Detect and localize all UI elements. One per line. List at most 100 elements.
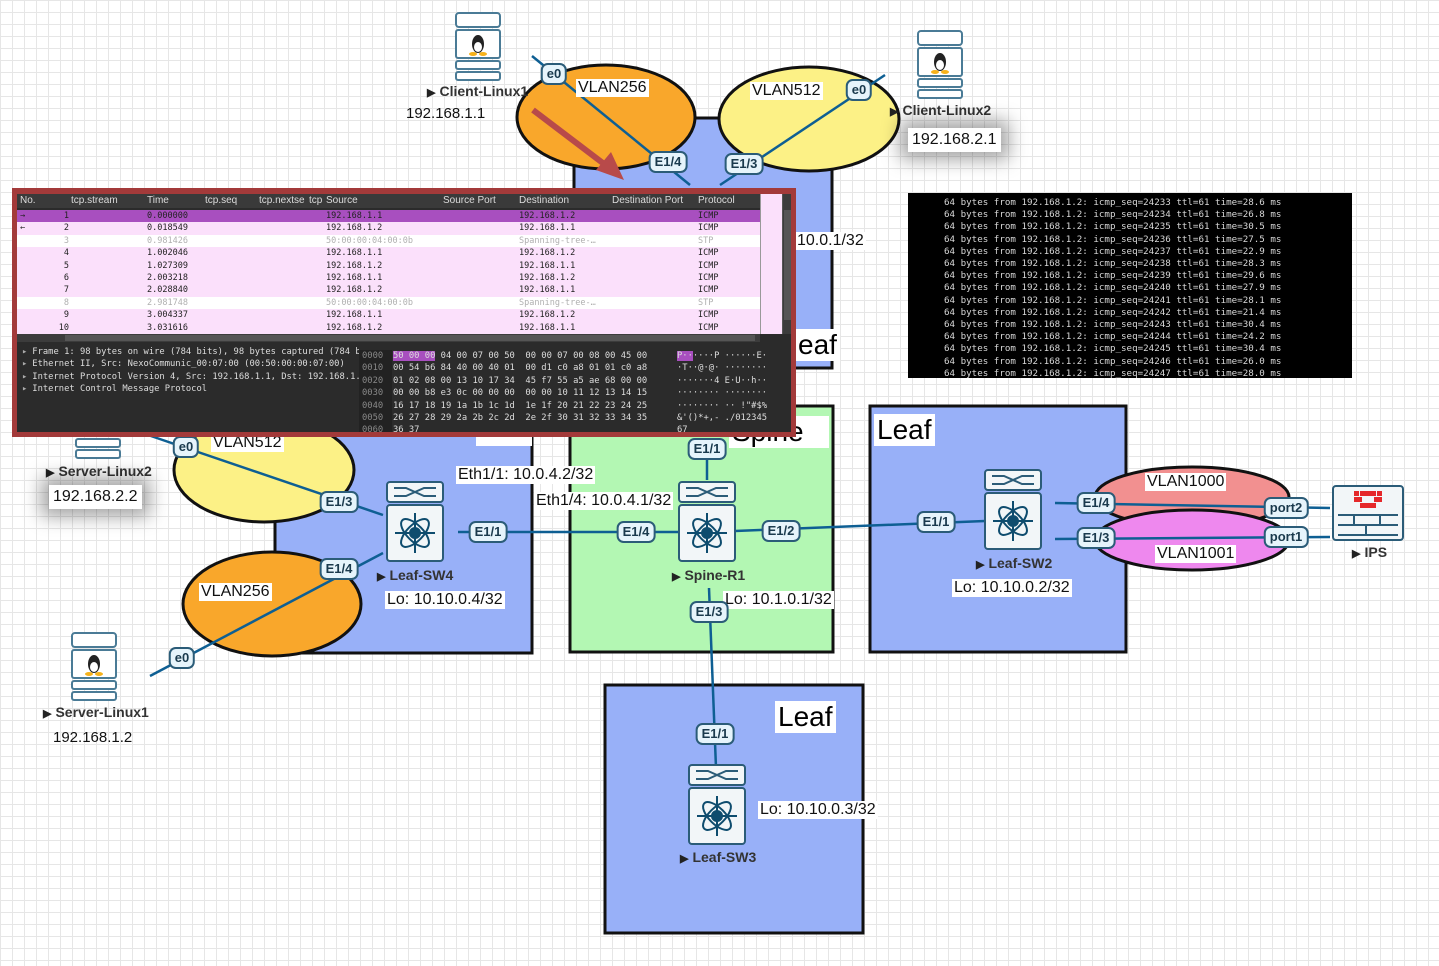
hex-bytes[interactable]: 36 37	[393, 425, 420, 432]
hex-ascii[interactable]: 67	[677, 425, 688, 432]
server-linux2-node[interactable]	[75, 438, 121, 467]
port-spine-e1-2[interactable]: E1/2	[761, 520, 801, 542]
port-leaf1-e1-4[interactable]: E1/4	[648, 151, 688, 173]
expand-arrow-icon[interactable]: ▸	[22, 384, 28, 395]
server-linux1-name[interactable]: ▶Server-Linux1	[43, 704, 149, 720]
col-tcp[interactable]: tcp	[309, 195, 323, 206]
expand-arrow-icon[interactable]: ▸	[22, 347, 28, 357]
port-server1-e0[interactable]: e0	[168, 647, 196, 669]
wireshark-capture-window[interactable]: No. tcp.stream Time tcp.seq tcp.nextse t…	[12, 188, 796, 437]
detail-tree-item[interactable]: ▸Internet Protocol Version 4, Src: 192.1…	[17, 371, 359, 383]
ips-node[interactable]	[1332, 485, 1404, 541]
leaf-sw4-node[interactable]	[386, 481, 444, 563]
hscroll-thumb[interactable]	[65, 335, 755, 341]
expand-arrow-icon[interactable]: ▸	[22, 359, 28, 370]
vlan256-left-zone[interactable]	[181, 550, 363, 658]
packet-list-hscroll[interactable]	[17, 334, 760, 342]
port-leafsw2-e1-4[interactable]: E1/4	[1076, 492, 1116, 514]
detail-tree-item[interactable]: ▸ Ethernet II, Src: NexoCommunic_00:07:00…	[17, 358, 359, 370]
port-leafsw4-e1-1[interactable]: E1/1	[468, 521, 508, 543]
play-icon: ▶	[976, 559, 985, 571]
col-tcp-nextseq[interactable]: tcp.nextse	[259, 195, 305, 206]
ping-terminal[interactable]: 64 bytes from 192.168.1.2: icmp_seq=2423…	[908, 193, 1352, 378]
packet-destination: 192.168.1.2	[519, 211, 576, 221]
hex-ascii[interactable]: ·······4 E·U··h··	[677, 375, 768, 386]
scroll-thumb[interactable]	[784, 210, 791, 320]
packet-source: 50:00:00:04:00:0b	[326, 297, 413, 308]
port-client2-e0[interactable]: e0	[845, 79, 873, 101]
hex-ascii[interactable]: &'()*+,- ./012345	[677, 413, 768, 423]
client-linux2-node[interactable]	[917, 30, 963, 105]
packet-list-vscroll[interactable]	[782, 194, 791, 334]
spine-r1-node[interactable]	[678, 481, 736, 563]
spine-r1-name[interactable]: ▶Spine-R1	[672, 567, 746, 583]
port-leafsw4-e1-3[interactable]: E1/3	[319, 491, 359, 513]
packet-details-pane[interactable]: ▸Frame 1: 98 bytes on wire (784 bits), 9…	[17, 346, 359, 432]
col-tcp-seq[interactable]: tcp.seq	[205, 195, 238, 206]
packet-source: 192.168.1.2	[326, 223, 383, 234]
port-ips-port1[interactable]: port1	[1263, 526, 1309, 548]
col-time[interactable]: Time	[147, 195, 169, 206]
port-leafsw2-e1-1[interactable]: E1/1	[916, 511, 956, 533]
port-leafsw3-e1-1[interactable]: E1/1	[695, 723, 735, 745]
client-linux2-name[interactable]: ▶Client-Linux2	[890, 102, 992, 118]
packet-protocol: ICMP	[698, 260, 719, 271]
hex-bytes[interactable]: 00 00 b8 e3 0c 00 00 00 00 00 10 11 12 1…	[393, 388, 648, 399]
col-destination[interactable]: Destination	[519, 195, 570, 206]
packet-destination: 192.168.1.2	[519, 273, 576, 283]
port-client1-e0[interactable]: e0	[540, 63, 568, 85]
detail-tree-item[interactable]: ▸Frame 1: 98 bytes on wire (784 bits), 9…	[17, 346, 359, 358]
client-linux1-name[interactable]: ▶Client-Linux1	[427, 83, 529, 99]
port-spine-e1-4[interactable]: E1/4	[616, 521, 656, 543]
hex-ascii[interactable]: ·T··@·@· ········	[677, 363, 768, 374]
packet-minimap[interactable]	[760, 194, 783, 334]
port-spine-e1-3[interactable]: E1/3	[689, 601, 729, 623]
detail-tree-item[interactable]: ▸Internet Control Message Protocol	[17, 383, 359, 395]
hex-bytes[interactable]: 00 54 b6 84 40 00 40 01 00 d1 c0 a8 01 0…	[393, 363, 648, 374]
col-protocol[interactable]: Protocol	[698, 195, 735, 206]
client-linux1-node[interactable]	[455, 12, 501, 87]
col-source[interactable]: Source	[326, 195, 358, 206]
hex-bytes[interactable]: 26 27 28 29 2a 2b 2c 2d 2e 2f 30 31 32 3…	[393, 413, 648, 423]
annotation-arrow	[531, 107, 624, 180]
leaf-sw2-name[interactable]: ▶Leaf-SW2	[976, 555, 1053, 571]
port-ips-port2[interactable]: port2	[1263, 497, 1309, 519]
port-server2-e0[interactable]: e0	[172, 436, 200, 458]
hex-ascii[interactable]: ········ ········	[677, 388, 768, 399]
port-spine-e1-1[interactable]: E1/1	[687, 438, 727, 460]
col-no[interactable]: No.	[20, 195, 36, 206]
hex-bytes[interactable]: 01 02 08 00 13 10 17 34 45 f7 55 a5 ae 6…	[393, 375, 648, 386]
hex-bytes[interactable]: 16 17 18 19 1a 1b 1c 1d 1e 1f 20 21 22 2…	[393, 400, 648, 411]
hex-bytes[interactable]: 50 00 00 04 00 07 00 50 00 00 07 00 08 0…	[393, 351, 648, 361]
leaf-sw4-name[interactable]: ▶Leaf-SW4	[377, 567, 454, 583]
col-destination-port[interactable]: Destination Port	[612, 195, 684, 206]
hex-ascii[interactable]: ········ ·· !"#$%	[677, 400, 768, 411]
port-leafsw2-e1-3[interactable]: E1/3	[1076, 527, 1116, 549]
expand-arrow-icon[interactable]: ▸	[22, 371, 28, 382]
leaf-sw3-name[interactable]: ▶Leaf-SW3	[680, 849, 757, 865]
port-leaf1-e1-3[interactable]: E1/3	[724, 153, 764, 175]
detail-text: Ethernet II, Src: NexoCommunic_00:07:00 …	[32, 359, 345, 370]
ips-name[interactable]: ▶IPS	[1352, 544, 1388, 560]
port-leafsw4-e1-4[interactable]: E1/4	[319, 558, 359, 580]
leaf-sw3-node[interactable]	[688, 764, 746, 846]
hex-ascii[interactable]: P······P ······E·	[677, 351, 768, 361]
leaf-sw2-node[interactable]	[984, 469, 1042, 551]
col-source-port[interactable]: Source Port	[443, 195, 496, 206]
packet-time: 2.003218	[147, 273, 188, 283]
server-linux2-name[interactable]: ▶Server-Linux2	[46, 463, 152, 479]
col-tcp-stream[interactable]: tcp.stream	[71, 195, 118, 206]
server-linux1-node[interactable]	[71, 632, 117, 707]
